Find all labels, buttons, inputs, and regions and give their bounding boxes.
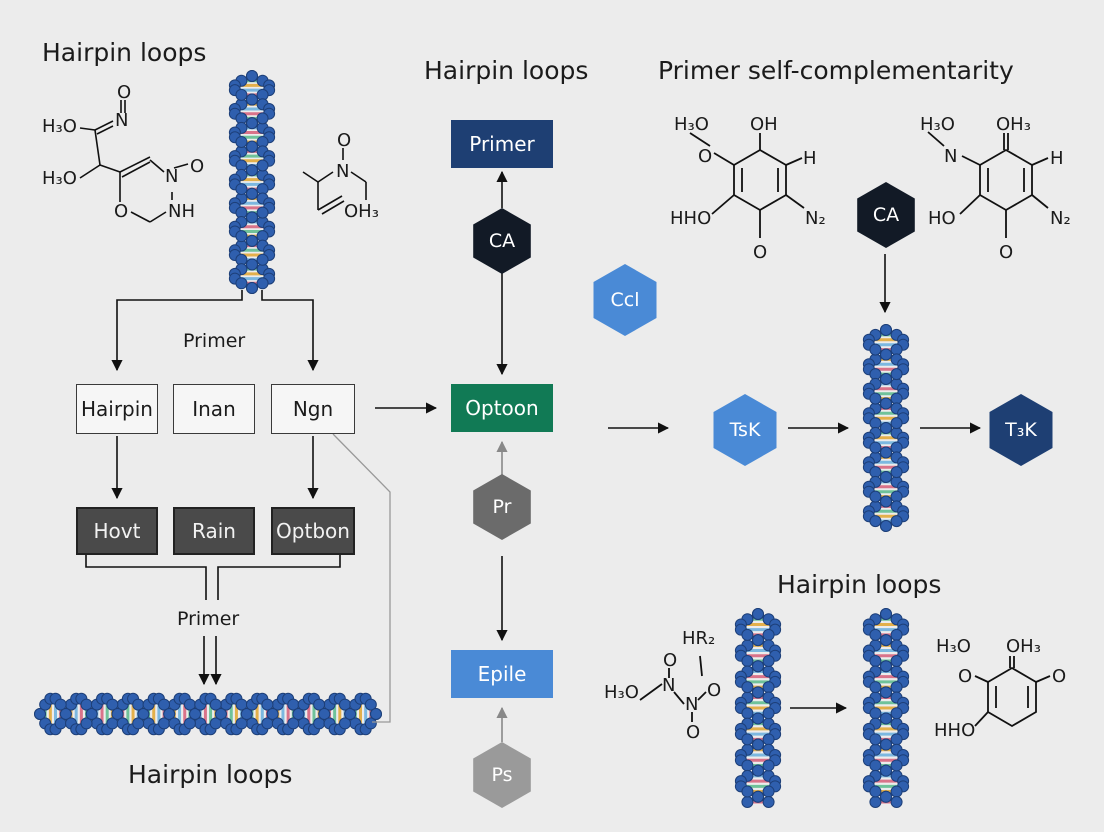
qa-oh: OH	[750, 114, 778, 135]
hairpin-box[interactable]: Hairpin	[76, 384, 158, 434]
rain-box[interactable]: Rain	[173, 507, 255, 555]
epile-box[interactable]: Epile	[451, 650, 553, 698]
qb-oh3: OH₃	[996, 114, 1031, 135]
qb-n: N	[944, 146, 958, 167]
heading-top-right: Primer self-complementarity	[658, 56, 1014, 85]
qb-n2: N₂	[1050, 208, 1071, 229]
bm-n-a: N	[662, 675, 676, 696]
qa-o-left: O	[698, 146, 713, 167]
left-primer-label-top: Primer	[183, 330, 246, 352]
br-o-right: O	[1052, 666, 1067, 687]
br-oh3: OH₃	[1006, 636, 1041, 657]
optbon-box[interactable]: Optbon	[271, 507, 355, 555]
chem-n-ring: N	[165, 166, 179, 187]
dna-helix-bottom-b	[862, 608, 910, 808]
chem-n-top: N	[115, 110, 129, 131]
tsk-hex[interactable]: TsK	[713, 394, 777, 466]
chem-mid-n: N	[336, 161, 350, 182]
qa-o-bottom: O	[753, 242, 768, 263]
qb-ho: HO	[928, 208, 956, 229]
bm-o-a: O	[663, 650, 678, 671]
chem-o-ring: O	[114, 201, 129, 222]
ngn-box[interactable]: Ngn	[271, 384, 355, 434]
chem-nh: NH	[168, 201, 195, 222]
qb-o-bottom: O	[999, 242, 1014, 263]
br-o-left: O	[958, 666, 973, 687]
heading-bottom-right: Hairpin loops	[777, 570, 942, 599]
left-primer-label-bottom: Primer	[177, 608, 240, 630]
chem-mid-oh3: OH₃	[344, 201, 379, 222]
optoon-box[interactable]: Optoon	[451, 384, 553, 432]
t3k-hex[interactable]: T₃K	[989, 394, 1053, 466]
bm-h3o: H₃O	[604, 682, 639, 703]
ccl-hex[interactable]: Ccl	[593, 264, 657, 336]
dna-helix-bottom-a	[734, 608, 782, 808]
chem-bonds	[79, 100, 367, 223]
chem-o-ring-right: O	[190, 156, 205, 177]
dna-helix-horizontal	[34, 692, 382, 736]
left-flow-connectors	[85, 290, 438, 686]
qa-hho: HHO	[670, 208, 712, 229]
chem-mid-o: O	[337, 130, 352, 151]
inan-box[interactable]: Inan	[173, 384, 255, 434]
primer-box[interactable]: Primer	[451, 120, 553, 168]
chem-h3o-a: H₃O	[42, 116, 77, 137]
return-connector	[332, 433, 391, 723]
chem-h3o-b: H₃O	[42, 168, 77, 189]
qb-h: H	[1050, 148, 1064, 169]
br-h3o: H₃O	[936, 636, 971, 657]
bm-hr2: HR₂	[682, 628, 716, 649]
heading-bottom-left: Hairpin loops	[128, 760, 293, 789]
heading-top-center: Hairpin loops	[424, 56, 589, 85]
br-hho: HHO	[934, 720, 976, 741]
qb-h3o: H₃O	[920, 114, 955, 135]
quinone-rings	[639, 131, 1051, 728]
bm-o-c: O	[686, 722, 701, 743]
center-flow-connectors	[496, 170, 670, 642]
qa-h3o: H₃O	[674, 114, 709, 135]
hovt-box[interactable]: Hovt	[76, 507, 158, 555]
dna-helix-top-left	[228, 70, 276, 294]
heading-top-left: Hairpin loops	[42, 38, 207, 67]
chem-o-top: O	[117, 82, 132, 103]
right-flow-connectors	[788, 254, 982, 714]
dna-helix-right	[862, 324, 910, 532]
bm-n-b: N	[685, 694, 699, 715]
bm-o-b: O	[707, 680, 722, 701]
qa-h: H	[803, 148, 817, 169]
qa-n2: N₂	[805, 208, 826, 229]
